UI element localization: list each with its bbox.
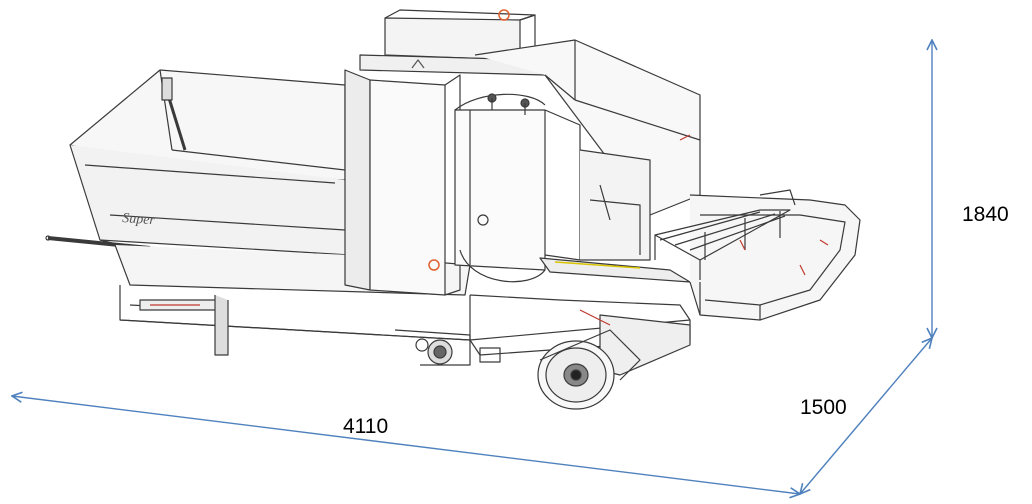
super-label: Super [122, 211, 156, 228]
crank-gear [394, 329, 501, 366]
hopper: Super [69, 69, 351, 263]
accent-details [150, 9, 829, 326]
length-dimension-label: 4110 [343, 415, 389, 438]
central-cabinet [344, 9, 701, 296]
width-dimension-label: 1500 [800, 396, 847, 419]
length-arrow [12, 396, 800, 494]
conveyor-table [654, 189, 861, 321]
height-dimension-label: 1840 [962, 203, 1009, 226]
dimension-arrows [12, 40, 932, 494]
width-arrow [800, 338, 932, 494]
bagging-machine-drawing: Super [45, 9, 861, 410]
